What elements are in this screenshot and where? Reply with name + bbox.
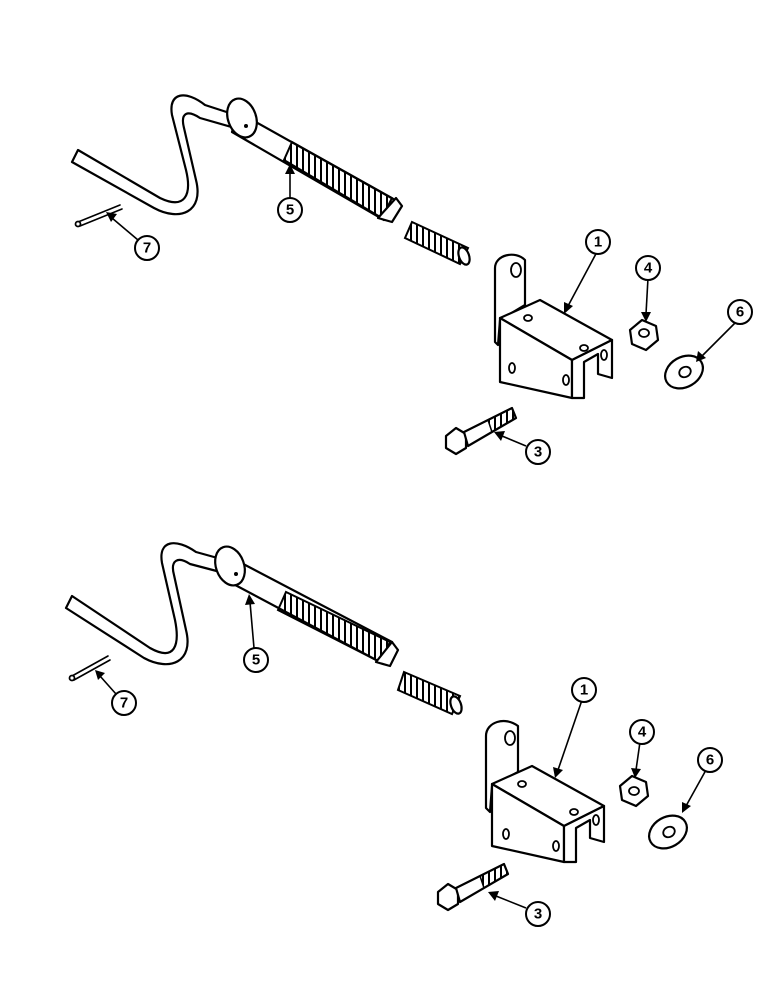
spring-sleeve — [403, 220, 471, 266]
callout-part-6: 6 — [696, 299, 753, 362]
cotter-pin — [68, 655, 111, 682]
callout-label: 1 — [594, 234, 602, 251]
callout-part-1: 1 — [564, 229, 611, 314]
callout-part-7: 7 — [106, 212, 160, 261]
bracket — [493, 253, 614, 400]
callout-label: 1 — [580, 682, 588, 699]
callout-part-6: 6 — [682, 747, 723, 813]
callout-label: 7 — [143, 240, 151, 257]
callout-part-4: 4 — [635, 255, 661, 322]
hex-bolt — [444, 406, 518, 456]
lower-assembly — [64, 542, 688, 912]
upper-assembly — [70, 94, 704, 456]
hex-nut — [618, 774, 650, 808]
hex-nut — [628, 318, 660, 352]
callouts-layer: 1 4 6 5 7 3 — [95, 164, 753, 927]
bracket — [484, 719, 606, 864]
callout-label: 5 — [286, 202, 294, 219]
cotter-pin — [74, 204, 123, 228]
crank-rod — [64, 542, 400, 668]
flat-washer — [664, 354, 704, 390]
callout-label: 5 — [252, 652, 260, 669]
callout-part-1: 1 — [553, 677, 597, 778]
callout-part-5: 5 — [277, 164, 303, 223]
callout-label: 4 — [638, 724, 647, 741]
spring-sleeve — [396, 670, 463, 716]
callout-part-4: 4 — [629, 719, 655, 778]
callout-part-3: 3 — [494, 431, 551, 465]
callout-part-3: 3 — [488, 891, 551, 927]
hex-bolt — [436, 862, 510, 912]
flat-washer — [648, 814, 688, 850]
callout-label: 3 — [534, 444, 542, 461]
callout-label: 6 — [706, 752, 714, 769]
crank-rod — [70, 94, 404, 224]
callout-label: 7 — [120, 695, 128, 712]
callout-part-7: 7 — [95, 670, 137, 716]
callout-label: 6 — [736, 304, 744, 321]
callout-label: 3 — [534, 906, 542, 923]
callout-part-5: 5 — [243, 594, 269, 673]
callout-label: 4 — [644, 260, 653, 277]
